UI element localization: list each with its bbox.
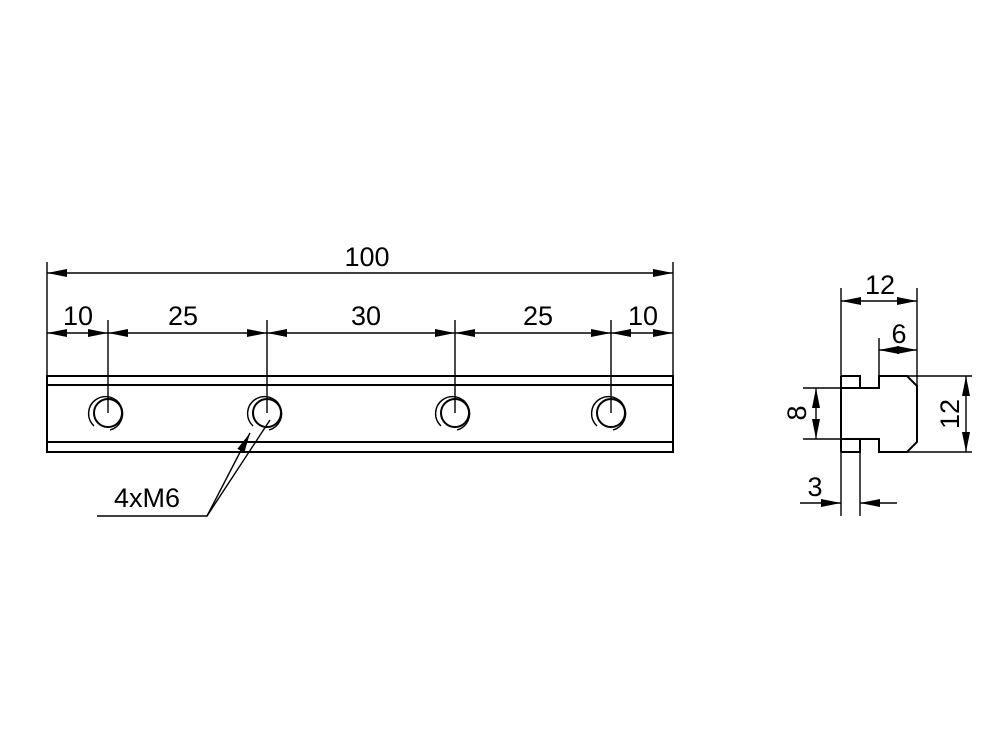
hole-callout-label: 4xM6: [114, 483, 180, 513]
extension-lines: [803, 288, 972, 516]
hole: [434, 395, 471, 431]
dimension-label: 30: [351, 301, 381, 331]
threaded-holes: [87, 395, 627, 431]
dimension-flange-thickness: 3: [800, 472, 897, 507]
dimension-label: 10: [628, 301, 658, 331]
rail-outline: [46, 375, 674, 453]
dimension-label: 3: [807, 472, 822, 502]
dimension-label: 6: [891, 319, 906, 349]
hole-callout-leader: 4xM6: [97, 419, 271, 517]
profile-outline: [840, 375, 918, 453]
dimension-slot-depth: 6: [879, 319, 917, 354]
dimension-height: 12: [935, 376, 970, 452]
extension-lines: [46, 262, 674, 413]
dimension-neck-height: 8: [782, 388, 820, 439]
dimension-hole-spacing: 10 25 30 25 10: [47, 301, 673, 337]
hole: [246, 395, 283, 431]
dimension-label: 12: [935, 399, 965, 429]
side-view: 12 6 8 12 3: [782, 270, 972, 516]
dimension-overall-length: 100: [47, 242, 673, 277]
dimension-width: 12: [841, 270, 917, 305]
dimension-label: 25: [523, 301, 553, 331]
hole: [87, 395, 124, 431]
dimension-label: 12: [865, 270, 895, 300]
hole: [590, 395, 627, 431]
dimension-label: 8: [782, 405, 812, 420]
dimension-label: 25: [168, 301, 198, 331]
dimension-label: 100: [344, 242, 389, 272]
front-view: 100 10 25 30 25 10 4xM6: [46, 242, 674, 517]
dimension-label: 10: [63, 301, 93, 331]
